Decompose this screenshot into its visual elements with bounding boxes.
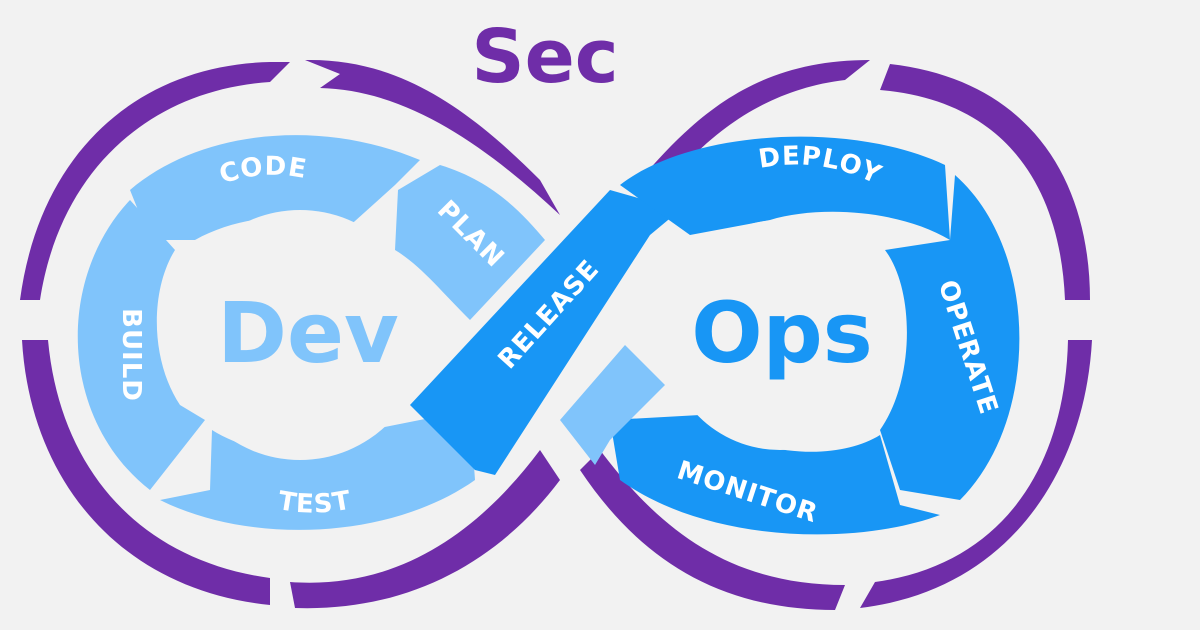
stage-plan-segment[interactable] <box>395 165 545 320</box>
sec-arrow-top-right-2 <box>880 64 1090 300</box>
sec-arrow-bottom-right <box>580 450 845 610</box>
stage-deploy-segment[interactable] <box>620 136 950 240</box>
ops-center-label: Ops <box>691 284 873 382</box>
stage-monitor-segment[interactable] <box>610 415 940 535</box>
dev-inner-circle <box>175 210 425 460</box>
stage-test-label: TEST <box>276 486 354 520</box>
stage-operate-segment[interactable] <box>880 175 1020 500</box>
ops-loop <box>560 136 1020 535</box>
stage-release-segment[interactable] <box>410 190 680 475</box>
release-band <box>410 190 680 475</box>
stage-build-label: BUILD <box>116 308 146 402</box>
sec-arrow-left-bottom <box>22 340 270 605</box>
dev-loop <box>77 135 545 530</box>
sec-arrow-bottom-left <box>290 450 560 609</box>
sec-title: Sec <box>471 14 618 100</box>
stage-build-segment[interactable] <box>77 200 205 490</box>
sec-outer-ring <box>20 59 1092 610</box>
sec-arrow-top-left <box>20 62 290 300</box>
sec-arrow-right-bottom <box>860 340 1092 608</box>
ops-inner-circle <box>665 220 895 450</box>
dev-center-label: Dev <box>217 284 398 382</box>
stage-test-segment[interactable] <box>160 410 475 530</box>
stage-code-segment[interactable] <box>130 135 420 240</box>
ops-small-light-segment <box>560 345 665 465</box>
